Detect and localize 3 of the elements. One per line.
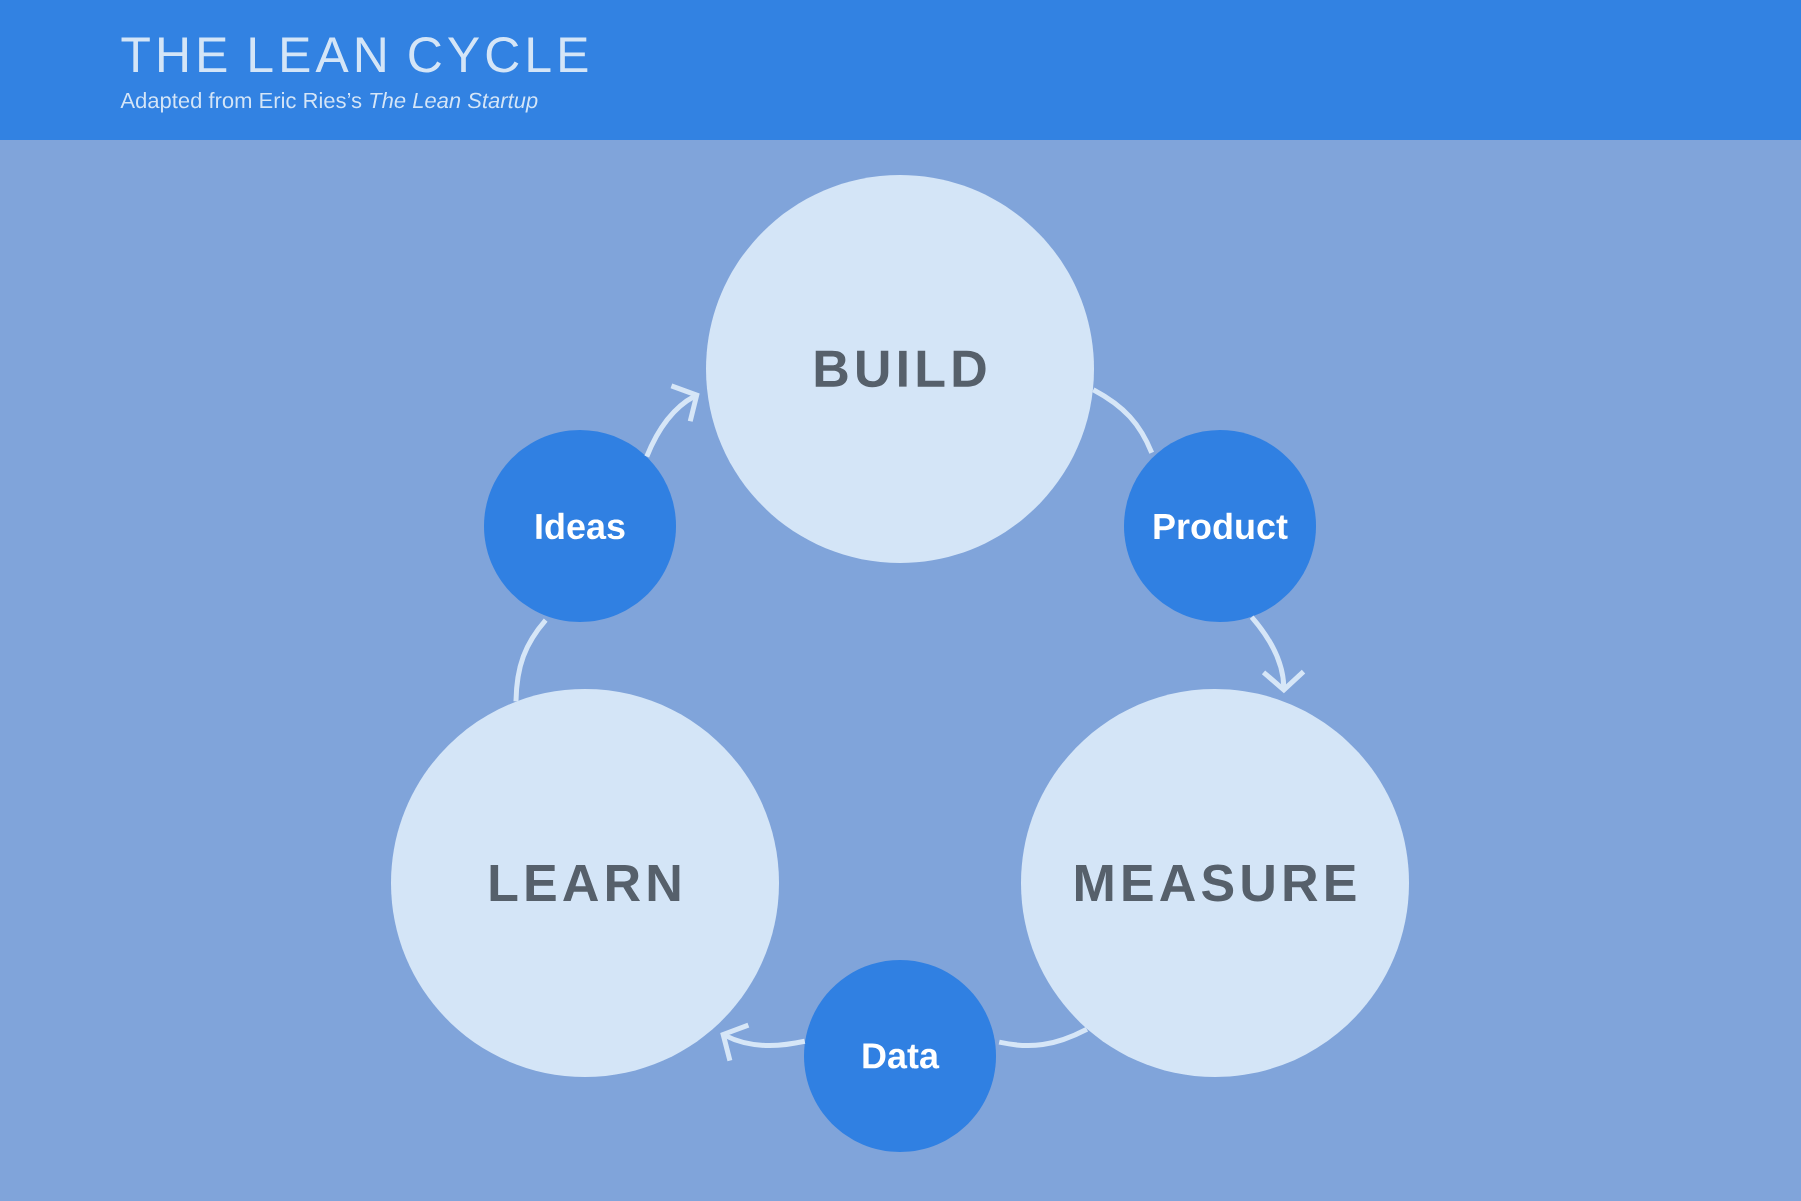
subtitle: Adapted from Eric Ries’s The Lean Startup xyxy=(120,92,538,113)
title: THE LEAN CYCLE xyxy=(121,37,588,73)
arrow xyxy=(720,1022,806,1062)
